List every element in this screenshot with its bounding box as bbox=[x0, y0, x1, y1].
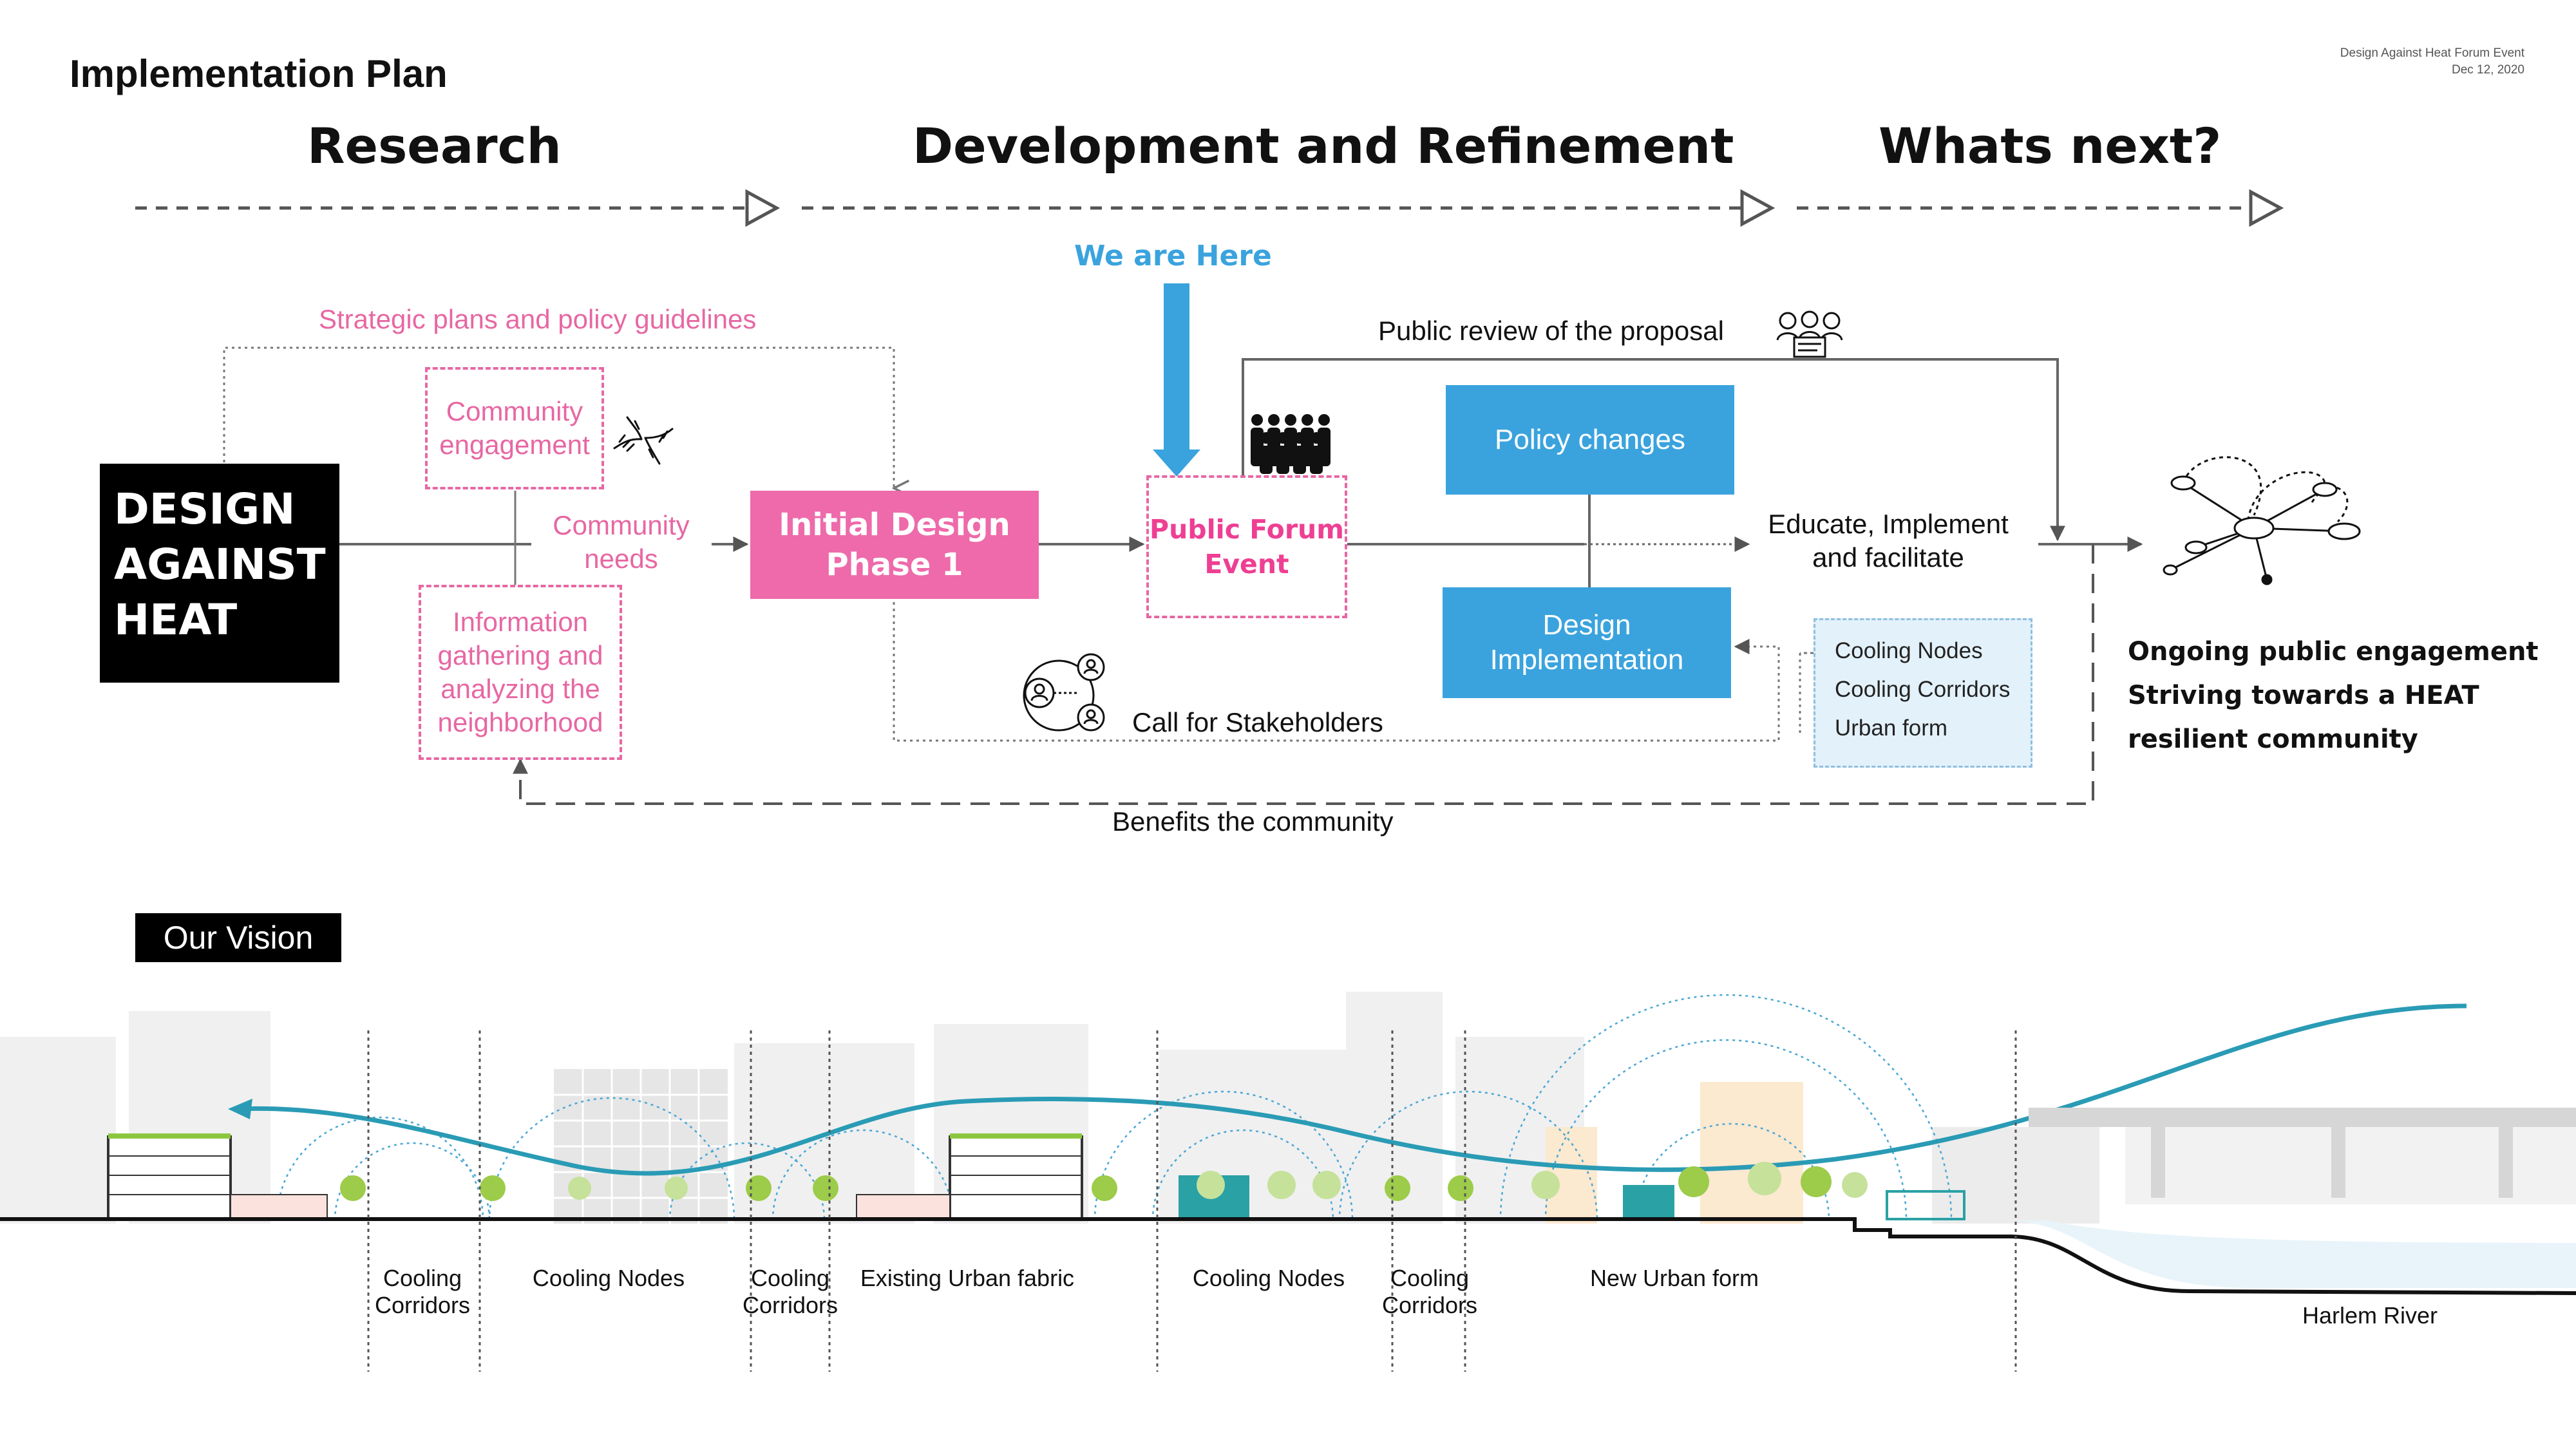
dah-line-1: DESIGN bbox=[114, 484, 296, 534]
ongoing-engagement-text: Ongoing public engagement Striving towar… bbox=[2128, 630, 2539, 761]
crowd-icon bbox=[1251, 414, 1331, 474]
design-impl-line-2: Implementation bbox=[1490, 644, 1684, 676]
sect1-line-1: Cooling bbox=[383, 1265, 462, 1291]
sect6-line-2: Corridors bbox=[1381, 1292, 1478, 1318]
information-gathering-box: Information gathering and analyzing the … bbox=[419, 585, 622, 760]
we-are-here-label: We are Here bbox=[1074, 240, 1272, 272]
harlem-river-water bbox=[2003, 1220, 2576, 1288]
community-engagement-box: Community engagement bbox=[425, 367, 604, 489]
section-label-cooling-corridors-1: Cooling Corridors bbox=[358, 1265, 487, 1319]
section-label-cooling-corridors-2: Cooling Corridors bbox=[726, 1265, 855, 1319]
educate-line-1: Educate, Implement bbox=[1768, 509, 2009, 539]
educate-line-2: and facilitate bbox=[1812, 542, 1964, 573]
info-line-3: analyzing the bbox=[440, 674, 600, 704]
review-group-icon bbox=[1776, 310, 1843, 358]
legend-urban-form: Urban form bbox=[1835, 715, 1948, 741]
ongoing-line-2: Striving towards a HEAT bbox=[2128, 681, 2479, 710]
event-info: Design Against Heat Forum Event Dec 12, … bbox=[2340, 45, 2524, 79]
stakeholders-icon bbox=[1023, 653, 1105, 732]
vision-section-drawing bbox=[0, 992, 2576, 1372]
public-forum-line-1: Public Forum bbox=[1150, 514, 1344, 545]
phase-development: Development and Refinement bbox=[913, 117, 1734, 175]
community-engagement-line-2: engagement bbox=[439, 430, 590, 460]
initial-design-line-2: Phase 1 bbox=[826, 547, 963, 583]
info-line-1: Information bbox=[452, 607, 589, 637]
ground-line bbox=[0, 1217, 2576, 1295]
community-needs-label: Community needs bbox=[542, 509, 700, 576]
sect3-line-2: Corridors bbox=[742, 1292, 838, 1318]
info-line-4: neighborhood bbox=[437, 707, 603, 737]
design-impl-line-1: Design bbox=[1542, 609, 1631, 641]
legend-cooling-nodes: Cooling Nodes bbox=[1835, 638, 1983, 663]
strategic-plans-label: Strategic plans and policy guidelines bbox=[319, 304, 757, 334]
foreground-buildings bbox=[107, 1133, 1965, 1220]
dah-line-2: AGAINST bbox=[114, 540, 326, 589]
info-line-2: gathering and bbox=[437, 640, 603, 670]
policy-changes-box: Policy changes bbox=[1446, 385, 1734, 495]
section-label-cooling-nodes-2: Cooling Nodes bbox=[1192, 1265, 1345, 1291]
sect6-line-1: Cooling bbox=[1390, 1265, 1470, 1291]
section-label-cooling-nodes-1: Cooling Nodes bbox=[532, 1265, 685, 1291]
ongoing-line-1: Ongoing public engagement bbox=[2128, 637, 2539, 667]
bridge bbox=[2029, 1108, 2576, 1198]
initial-design-box: Initial Design Phase 1 bbox=[750, 491, 1039, 599]
educate-label: Educate, Implement and facilitate bbox=[1747, 507, 2030, 574]
community-needs-line-2: needs bbox=[584, 544, 658, 574]
sect1-line-2: Corridors bbox=[374, 1292, 471, 1318]
public-review-label: Public review of the proposal bbox=[1378, 316, 1724, 346]
section-label-cooling-corridors-3: Cooling Corridors bbox=[1365, 1265, 1494, 1319]
section-label-new-urban-form: New Urban form bbox=[1589, 1265, 1759, 1291]
section-label-existing-urban-fabric: Existing Urban fabric bbox=[860, 1265, 1075, 1291]
design-implementation-box: Design Implementation bbox=[1443, 587, 1731, 698]
design-against-heat-box: DESIGN AGAINST HEAT bbox=[100, 464, 339, 683]
dah-line-3: HEAT bbox=[114, 595, 238, 645]
event-date: Dec 12, 2020 bbox=[2451, 63, 2524, 77]
call-for-stakeholders-label: Call for Stakeholders bbox=[1132, 707, 1383, 737]
community-needs-line-1: Community bbox=[553, 510, 690, 540]
phase-timeline-arrows bbox=[135, 189, 2284, 227]
phase-research: Research bbox=[307, 117, 562, 175]
community-engagement-line-1: Community bbox=[446, 396, 583, 426]
sect3-line-1: Cooling bbox=[750, 1265, 830, 1291]
section-dividers bbox=[367, 1030, 2017, 1372]
section-label-harlem-river: Harlem River bbox=[2302, 1302, 2438, 1329]
our-vision-label: Our Vision bbox=[135, 913, 341, 962]
network-icon bbox=[2163, 456, 2361, 585]
public-forum-box: Public Forum Event bbox=[1146, 475, 1347, 618]
public-forum-line-2: Event bbox=[1204, 549, 1289, 580]
hands-together-icon bbox=[613, 416, 674, 465]
we-are-here-arrow bbox=[1153, 283, 1200, 477]
page-title: Implementation Plan bbox=[70, 52, 448, 95]
benefits-community-label: Benefits the community bbox=[1112, 806, 1394, 837]
phase-whats-next: Whats next? bbox=[1879, 117, 2222, 175]
cooling-legend-box: Cooling Nodes Cooling Corridors Urban fo… bbox=[1814, 618, 2032, 768]
initial-design-line-1: Initial Design bbox=[779, 507, 1010, 543]
flow-line-arrowhead bbox=[228, 1099, 252, 1119]
legend-cooling-corridors: Cooling Corridors bbox=[1835, 677, 2011, 702]
trees bbox=[340, 1162, 1868, 1201]
event-name: Design Against Heat Forum Event bbox=[2340, 46, 2524, 60]
ongoing-line-3: resilient community bbox=[2128, 724, 2418, 754]
